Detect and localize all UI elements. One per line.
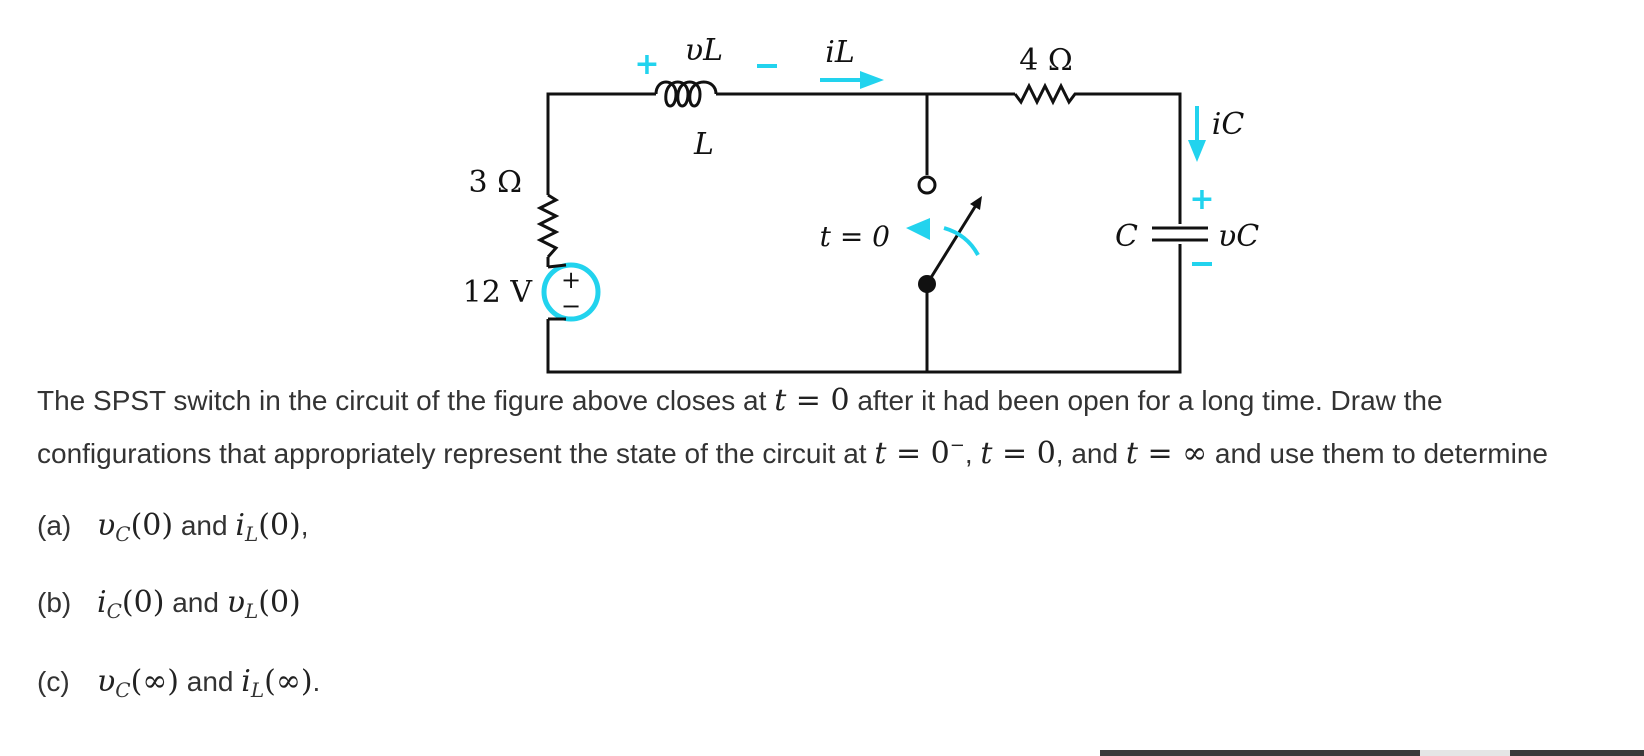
il-arrow-icon	[820, 71, 884, 89]
ic-arrow-icon	[1188, 106, 1206, 162]
part-b: (b)iC(0) and υL(0)	[37, 585, 301, 623]
problem-text-2: after it had been open for a long time. …	[37, 385, 1443, 469]
inductor-label: L	[693, 127, 714, 162]
problem-text-4: , and	[1055, 438, 1126, 469]
quantity-1: υ	[97, 508, 116, 543]
quantity-1-arg: (0)	[130, 508, 174, 543]
math-minus-superscript: −	[949, 435, 965, 456]
vl-plus-sign: +	[634, 47, 659, 82]
quantity-1: υ	[97, 664, 116, 699]
part-end: .	[312, 666, 321, 697]
math-eq: =	[992, 436, 1037, 471]
math-zero: 0	[930, 436, 950, 471]
quantity-1-sub: C	[115, 522, 131, 546]
ic-label: iC	[1212, 107, 1245, 142]
math-t: t	[980, 436, 993, 471]
conjunction: and	[164, 587, 227, 618]
math-eq: =	[1137, 436, 1183, 471]
spst-switch	[906, 175, 982, 293]
bottom-toolbar-strip	[1100, 750, 1644, 756]
part-a: (a)υC(0) and iL(0),	[37, 508, 309, 546]
math-t: t	[1125, 436, 1138, 471]
circuit-wires	[546, 92, 1182, 374]
math-eq: =	[886, 436, 931, 471]
problem-statement: The SPST switch in the circuit of the fi…	[37, 378, 1617, 476]
part-c: (c)υC(∞) and iL(∞).	[37, 664, 320, 702]
vl-label: υL	[685, 33, 723, 68]
switch-time-label: t = 0	[820, 220, 890, 253]
quantity-1-sub: C	[106, 599, 122, 623]
source-voltage-label: 12 V	[463, 275, 534, 310]
quantity-2: i	[241, 664, 251, 699]
quantity-2: υ	[226, 585, 245, 620]
math-zero: 0	[830, 383, 850, 418]
inductor-symbol	[654, 80, 718, 108]
quantity-1-sub: C	[115, 678, 131, 702]
quantity-2-arg: (∞)	[264, 664, 313, 699]
capacitor-symbol	[1152, 226, 1208, 242]
problem-text-1: The SPST switch in the circuit of the fi…	[37, 385, 775, 416]
resistor-3ohm-label: 3 Ω	[469, 165, 523, 200]
voltage-source: + −	[541, 262, 601, 322]
vc-minus-sign	[1192, 262, 1212, 266]
quantity-1-arg: (∞)	[130, 664, 179, 699]
math-t: t	[774, 383, 787, 418]
part-label: (a)	[37, 510, 72, 541]
quantity-2-sub: L	[250, 678, 265, 702]
conjunction: and	[173, 510, 236, 541]
vc-label: υC	[1218, 219, 1259, 254]
quantity-2-arg: (0)	[258, 585, 301, 620]
resistor-4ohm-label: 4 Ω	[1019, 43, 1073, 78]
quantity-2-sub: L	[244, 522, 259, 546]
part-label: (c)	[37, 666, 70, 697]
conjunction: and	[178, 666, 242, 697]
problem-text-5: and use them to determine	[1207, 438, 1548, 469]
quantity-1-arg: (0)	[121, 585, 165, 620]
source-minus-sign: −	[561, 292, 581, 320]
quantity-2-sub: L	[244, 599, 259, 623]
problem-text-3: ,	[964, 438, 981, 469]
bottom-toolbar-highlight	[1420, 750, 1510, 756]
quantity-1: i	[97, 585, 107, 620]
capacitor-label: C	[1115, 219, 1138, 254]
part-label: (b)	[37, 587, 72, 618]
math-eq: =	[786, 383, 831, 418]
quantity-2: i	[235, 508, 245, 543]
math-zero: 0	[1036, 436, 1056, 471]
source-plus-sign: +	[561, 266, 581, 294]
switch-arrow-icon	[906, 218, 930, 240]
il-label: iL	[825, 35, 855, 70]
part-end: ,	[300, 510, 309, 541]
math-t: t	[874, 436, 887, 471]
math-infinity: ∞	[1182, 436, 1208, 471]
resistor-4ohm	[1013, 82, 1080, 106]
quantity-2-arg: (0)	[258, 508, 301, 543]
resistor-3ohm	[536, 193, 560, 258]
vc-plus-sign: +	[1189, 182, 1214, 217]
vl-minus-sign	[757, 64, 777, 68]
circuit-diagram: + − + + υL iL L 4 Ω iC 3 Ω t = 0 C υC 12…	[463, 33, 1259, 374]
